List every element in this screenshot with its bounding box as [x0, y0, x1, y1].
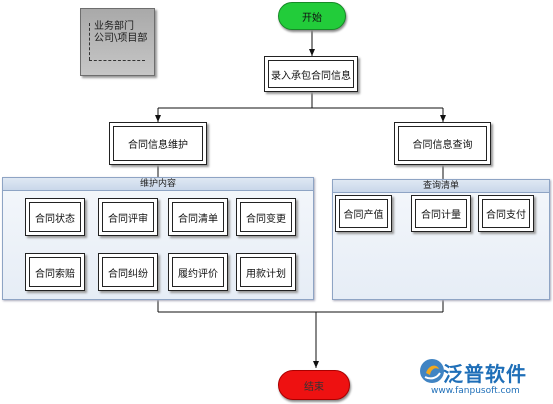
- query-group-title: 查询清单: [333, 180, 549, 193]
- legend-text: 业务部门 公司\项目部: [94, 21, 147, 45]
- maintain-item: 用款计划: [236, 253, 296, 291]
- end-node: 结束: [278, 370, 350, 400]
- brand-url: www.fanpusoft.com: [431, 386, 520, 396]
- query-info-step: 合同信息查询: [394, 122, 491, 165]
- maintain-info-step: 合同信息维护: [109, 122, 207, 165]
- maintain-item: 合同状态: [25, 198, 85, 236]
- legend-line-1: 业务部门: [94, 21, 134, 32]
- maintain-item: 合同索赔: [25, 253, 85, 291]
- legend-dash-horizontal: [89, 60, 145, 61]
- legend-dash-vertical: [89, 23, 90, 60]
- maintain-item: 履约评价: [168, 253, 228, 291]
- query-item: 合同支付: [478, 195, 534, 232]
- query-item: 合同计量: [411, 195, 471, 232]
- record-contract-step: 录入承包合同信息: [264, 56, 358, 92]
- maintain-item: 合同评审: [98, 198, 158, 236]
- brand-name: 泛普软件: [443, 362, 527, 386]
- start-node: 开始: [278, 2, 346, 30]
- maintain-group-title: 维护内容: [3, 178, 313, 191]
- maintain-item: 合同变更: [236, 198, 296, 236]
- swimlane-legend: 业务部门 公司\项目部: [80, 8, 155, 76]
- maintain-item: 合同清单: [168, 198, 228, 236]
- legend-line-2: 公司\项目部: [94, 33, 148, 44]
- brand-watermark: 泛普软件 www.fanpusoft.com: [417, 356, 547, 402]
- maintain-item: 合同纠纷: [98, 253, 158, 291]
- query-item: 合同产值: [335, 195, 392, 232]
- brand-logo-icon: [420, 359, 444, 383]
